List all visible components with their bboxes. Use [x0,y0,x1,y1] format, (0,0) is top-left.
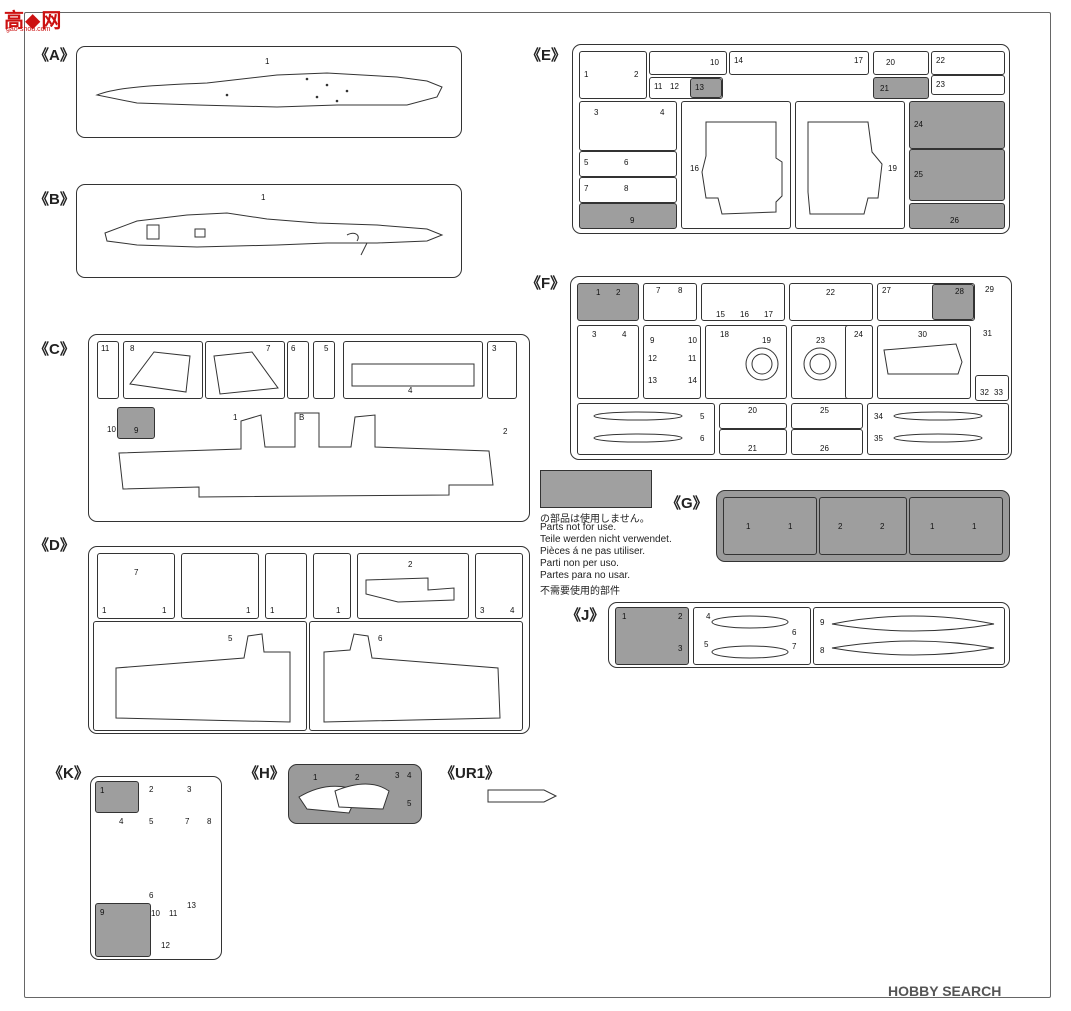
sprue-d-label: 《D》 [34,537,75,554]
part-cell: 6 [287,341,309,399]
part-cell: 10 [649,51,727,75]
part-cell: 1 [181,553,259,619]
sprue-a: 1 [76,46,462,138]
site-logo: 高◆网 [4,8,63,32]
part-cell: 20 [873,51,929,75]
legend-line: 不需要使用的部件 [540,586,620,597]
legend-line: Pièces á ne pas utiliser. [540,546,646,557]
part-cell-unused: 1 [95,781,139,813]
part-cell: 11 [97,341,119,399]
sprue-a-label: 《A》 [34,47,75,64]
part-cell: 3 [487,341,517,399]
sprue-h: 1 2 3 4 5 [288,764,422,824]
sprue-k: 1 2 3 4 5 7 8 6 9 10 11 12 13 [90,776,222,960]
sprue-b: 1 [76,184,462,278]
part-cell: 6 [309,621,523,731]
part-cell: 24 [845,325,873,399]
site-logo-url: gao-shou.com [6,26,51,33]
part-cell: 25 [791,403,863,429]
unused-parts-swatch [540,470,652,508]
part-cell-unused: 9 [117,407,155,439]
part-cell: 5 [313,341,335,399]
part-cell: 20 [719,403,787,429]
part-cell: 21 [719,429,787,455]
part-cell: 1 [265,553,307,619]
hobby-search-watermark: HOBBY SEARCH [888,983,1002,999]
part-cell-unused: 21 [873,77,929,99]
sprue-k-label: 《K》 [48,765,89,782]
fuselage-left-part [95,72,443,108]
sprue-h-label: 《H》 [244,765,285,782]
part-cell-unused: 25 [909,149,1005,201]
part-cell: 16 [681,101,791,229]
part-cell: 8 [123,341,203,399]
clear-part-ur1 [487,789,558,803]
part-cell: 23 [931,75,1005,95]
legend-line: Teile werden nicht verwendet. [540,534,672,545]
sprue-e-label: 《E》 [526,47,567,64]
part-cell-unused: 26 [909,203,1005,229]
legend-line: Parti non per uso. [540,558,619,569]
part-cell: 22 [789,283,873,321]
part-cell-unused: 24 [909,101,1005,149]
part-cell: 5 [93,621,307,731]
sprue-f-label: 《F》 [526,275,566,292]
part-number: 1 [265,57,270,66]
sprue-ur1-label: 《UR1》 [440,765,501,782]
sprue-b-label: 《B》 [34,191,75,208]
main-wing-part [118,412,494,498]
sprue-c-label: 《C》 [34,341,75,358]
legend-line: Parts not for use. [540,522,617,533]
sprue-j-label: 《J》 [566,607,605,624]
part-cell: 7 [205,341,285,399]
part-cell-unused: 9 [95,903,151,957]
part-cell: 22 [931,51,1005,75]
fuselage-right-part [104,212,444,256]
part-cell: 4 [343,341,483,399]
legend-line: の部品は使用しません。 [540,514,650,525]
part-cell: 19 [795,101,905,229]
part-cell: 26 [791,429,863,455]
part-cell-unused: 9 [579,203,677,229]
instruction-frame [24,12,1051,998]
sprue-c: 11 8 7 6 5 4 3 10 9 1 B 2 [88,334,530,522]
legend-line: Partes para no usar. [540,570,631,581]
part-cell: 30 [877,325,971,399]
part-cell: 1 [313,553,351,619]
part-cell: 2 [357,553,469,619]
part-number: 1 [261,193,266,202]
sprue-g-label: 《G》 [666,495,708,512]
